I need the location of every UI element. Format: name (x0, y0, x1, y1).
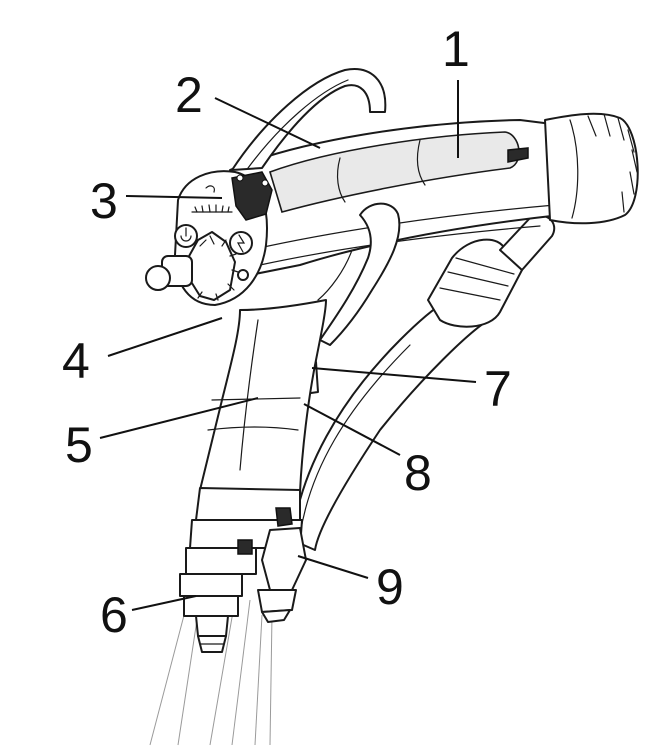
callout-4: 4 (62, 333, 90, 389)
leader-lines (99, 80, 477, 611)
callout-5: 5 (65, 417, 93, 473)
leader-4 (107, 317, 223, 357)
leader-6 (131, 595, 197, 611)
leader-8 (303, 403, 401, 456)
head-bracket (231, 171, 273, 221)
callout-3: 3 (90, 173, 118, 229)
hanger-hook (231, 68, 387, 171)
air-cap (544, 112, 639, 225)
callout-6: 6 (100, 587, 128, 643)
leader-2 (214, 97, 321, 149)
air-hose (291, 295, 493, 551)
callout-2: 2 (175, 67, 203, 123)
cascade-unit (269, 131, 529, 213)
grip-handle (199, 299, 327, 493)
leader-3 (125, 195, 223, 199)
callout-numbers: 1 2 3 4 5 6 7 8 9 (62, 21, 512, 643)
leader-7 (311, 367, 477, 383)
callout-1: 1 (442, 21, 470, 77)
adjustment-knob (145, 231, 249, 301)
callout-7: 7 (484, 361, 512, 417)
fluid-hose-fitting (427, 214, 556, 328)
leader-9 (297, 555, 369, 579)
callout-9: 9 (376, 559, 404, 615)
callout-8: 8 (404, 445, 432, 501)
leader-5 (99, 397, 259, 439)
handle-base (179, 487, 307, 653)
